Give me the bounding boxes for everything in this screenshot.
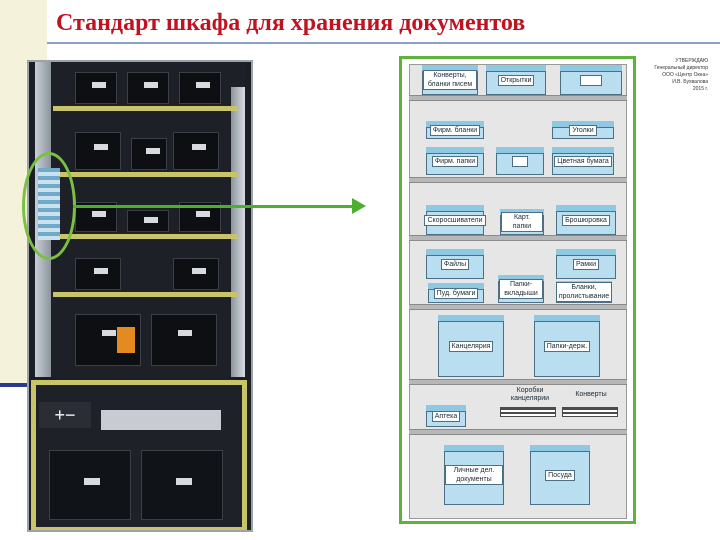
arrow-line [73, 205, 358, 208]
photo-large-box [49, 450, 131, 520]
scheme-box-stationery: Канцелярия [438, 315, 504, 377]
scheme-tray [562, 407, 618, 417]
scheme-box-forms: Бланки, пролистывание [555, 281, 613, 303]
scheme-box-envelopes: Конверты, бланки писем [422, 65, 478, 95]
scheme-box-inserts: Папки-вкладыши [498, 275, 544, 303]
scheme-box-first-aid: Аптека [426, 405, 466, 427]
photo-shelf [53, 172, 237, 177]
approval-line: ООО «Центр Окна» [662, 72, 708, 78]
scheme-box-blank [496, 147, 544, 175]
scheme-shelf [409, 235, 627, 241]
photo-shelf [53, 292, 237, 297]
cabinet-upper-section [35, 62, 245, 377]
photo-box [131, 138, 167, 170]
scheme-box-letterheads: Фирм. бланки [426, 121, 484, 139]
scheme-shelf [409, 304, 627, 310]
photo-box [75, 132, 121, 170]
cabinet-door-right [231, 87, 245, 377]
scheme-shelf [409, 177, 627, 183]
scheme-box-folder-holders: Папки-держ. [534, 315, 600, 377]
photo-shelf [53, 106, 237, 111]
slide-title: Стандарт шкафа для хранения документов [56, 10, 526, 36]
photo-shelf [53, 234, 237, 239]
photo-box [179, 72, 221, 104]
photo-box [75, 258, 121, 290]
scheme-box-empty [560, 65, 622, 95]
scheme-shelf [409, 379, 627, 385]
scheme-box-paper: Пуд. бумаги [428, 283, 484, 303]
approval-line: УТВЕРЖДАЮ [675, 58, 708, 64]
photo-box [173, 258, 219, 290]
photo-box [173, 132, 219, 170]
scheme-box-frames: Рамки [556, 249, 616, 279]
scheme-box-personal-docs: Личные дел. документы [444, 445, 504, 505]
scheme-box-binding: Брошюровка [556, 205, 616, 235]
paper-stack [101, 410, 221, 430]
orange-label [117, 327, 135, 353]
cabinet-scheme: Конверты, бланки писем Открытки Фирм. бл… [399, 56, 636, 524]
approval-stamp: УТВЕРЖДАЮ Генеральный директор ООО «Цент… [648, 58, 708, 93]
scheme-box-folders: Фирм. папки [426, 147, 484, 175]
approval-line: Генеральный директор [654, 65, 708, 71]
scheme-box-corners: Уголки [552, 121, 614, 139]
scheme-box-postcards: Открытки [486, 65, 546, 95]
cabinet-photo: +− [27, 60, 253, 532]
scheme-shelf [409, 429, 627, 435]
photo-large-box [141, 450, 223, 520]
approval-line: И.В. Бухвалова [672, 79, 708, 85]
scheme-box-binders: Скоросшиватели [424, 205, 486, 235]
scheme-box-dishes: Посуда [530, 445, 590, 505]
scheme-label-stationery-boxes: Коробки канцелярии [510, 387, 550, 402]
lower-frame [31, 380, 247, 530]
scheme-shelf [409, 95, 627, 101]
left-decor-line [0, 383, 40, 387]
scheme-tray [500, 407, 556, 417]
approval-line: 2015 г. [692, 86, 708, 92]
arrow-head-icon [352, 198, 366, 214]
highlight-oval [22, 152, 76, 260]
title-underline [47, 42, 720, 44]
scheme-label-envelopes: Конверты [575, 391, 607, 398]
first-aid-kit-icon: +− [39, 402, 91, 428]
photo-box [75, 72, 117, 104]
photo-box [127, 210, 169, 232]
scheme-box-card-folders: Карт. папки [500, 209, 544, 235]
photo-box [127, 72, 169, 104]
cabinet-lower-section: +− [29, 380, 251, 530]
scheme-box-color-paper: Цветная бумага [552, 147, 614, 175]
photo-box [151, 314, 217, 366]
scheme-box-files: Файлы [426, 249, 484, 279]
